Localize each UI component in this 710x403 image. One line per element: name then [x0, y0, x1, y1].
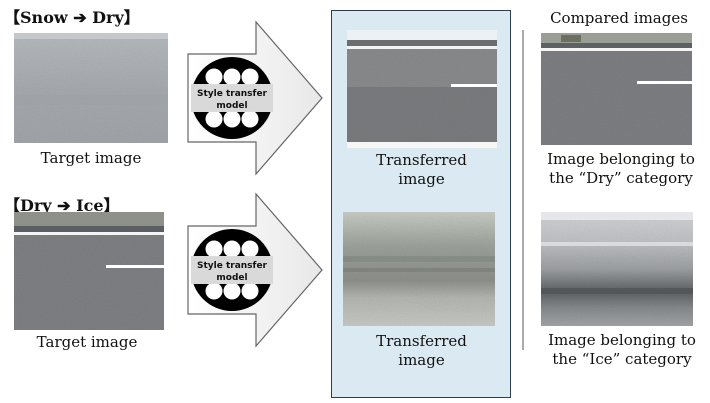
model-label-1a: Style transfer [197, 89, 268, 99]
compared-caption-1-line2: the “Dry” category [549, 169, 693, 187]
target-caption-1: Target image [40, 149, 142, 167]
target-caption-2: Target image [36, 333, 138, 351]
compared-image-ice [541, 212, 693, 326]
model-label-2b: model [216, 273, 247, 283]
model-label-1b: model [216, 101, 247, 111]
model-label-2a: Style transfer [197, 261, 268, 271]
transferred-caption-2-line1: Transferred [376, 332, 467, 350]
compared-caption-2-line2: the “Ice” category [552, 350, 692, 368]
transferred-image-1 [347, 30, 497, 148]
compared-image-dry [541, 33, 692, 145]
transferred-caption-2: Transferred image [340, 332, 503, 370]
row1-heading: 【Snow ➔ Dry】 [4, 8, 140, 27]
column-divider [522, 30, 524, 350]
transferred-caption-1-line1: Transferred [376, 151, 467, 169]
compared-caption-1-line1: Image belonging to [547, 150, 695, 168]
transferred-image-2 [343, 212, 495, 326]
transferred-caption-1-line2: image [398, 170, 445, 188]
style-transfer-arrow-1: Style transfer model [186, 20, 326, 176]
row2-heading: 【Dry ➔ Ice】 [4, 196, 120, 215]
target-image-dry [14, 212, 164, 330]
compared-title: Compared images [550, 9, 688, 27]
compared-caption-2-line1: Image belonging to [548, 331, 696, 349]
transferred-caption-2-line2: image [398, 351, 445, 369]
compared-caption-1: Image belonging to the “Dry” category [537, 150, 705, 188]
compared-caption-2: Image belonging to the “Ice” category [537, 331, 707, 369]
style-transfer-arrow-2: Style transfer model [186, 192, 326, 348]
transferred-caption-1: Transferred image [340, 151, 503, 189]
target-image-snow [14, 33, 168, 143]
